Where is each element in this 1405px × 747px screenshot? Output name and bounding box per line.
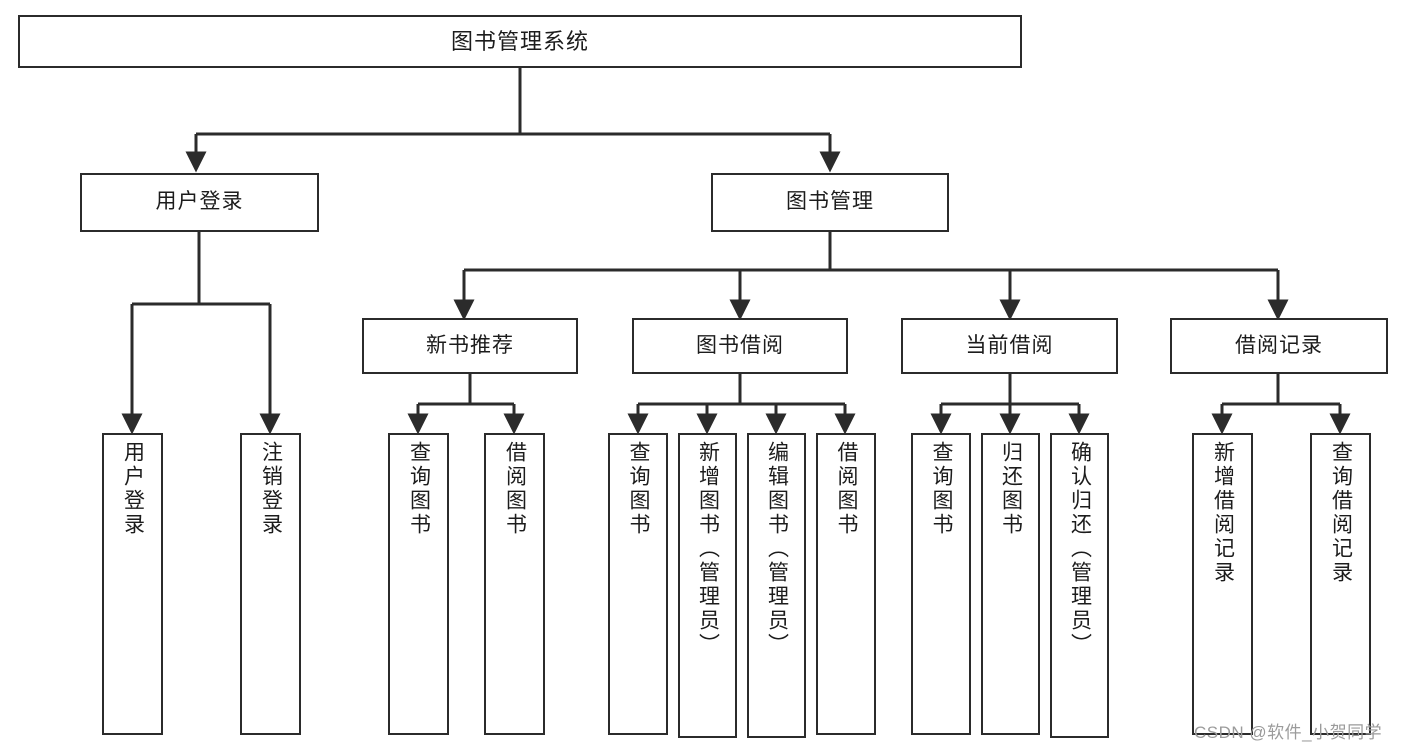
node-label: 新增图书（管理员） — [696, 441, 720, 657]
node-current-borrow[interactable]: 当前借阅 — [901, 318, 1118, 374]
leaf-edit-book-admin[interactable]: 编辑图书（管理员） — [747, 433, 806, 738]
leaf-borrow-book-borrow[interactable]: 借阅图书 — [816, 433, 876, 735]
node-borrow-record[interactable]: 借阅记录 — [1170, 318, 1388, 374]
node-label: 编辑图书（管理员） — [765, 441, 789, 657]
leaf-user-login[interactable]: 用户登录 — [102, 433, 163, 735]
node-label: 借阅图书 — [503, 441, 527, 537]
node-book-borrow[interactable]: 图书借阅 — [632, 318, 848, 374]
leaf-query-borrow-record[interactable]: 查询借阅记录 — [1310, 433, 1371, 735]
node-new-book-recommend[interactable]: 新书推荐 — [362, 318, 578, 374]
leaf-query-book-borrow[interactable]: 查询图书 — [608, 433, 668, 735]
node-label: 查询图书 — [930, 441, 954, 537]
leaf-query-book-recommend[interactable]: 查询图书 — [388, 433, 449, 735]
node-label: 用户登录 — [121, 441, 145, 537]
node-label: 注销登录 — [259, 441, 283, 537]
node-root-system[interactable]: 图书管理系统 — [18, 15, 1022, 68]
node-label: 用户登录 — [155, 190, 244, 214]
node-label: 图书管理系统 — [450, 28, 589, 54]
leaf-add-book-admin[interactable]: 新增图书（管理员） — [678, 433, 737, 738]
node-label: 新书推荐 — [426, 333, 514, 357]
node-label: 确认归还（管理员） — [1068, 441, 1092, 657]
node-label: 查询借阅记录 — [1329, 441, 1353, 585]
node-label: 查询图书 — [627, 441, 651, 537]
node-label: 新增借阅记录 — [1211, 441, 1235, 585]
leaf-confirm-return-admin[interactable]: 确认归还（管理员） — [1050, 433, 1109, 738]
node-label: 当前借阅 — [965, 333, 1054, 357]
node-label: 借阅记录 — [1235, 333, 1323, 357]
leaf-add-borrow-record[interactable]: 新增借阅记录 — [1192, 433, 1253, 735]
leaf-return-book[interactable]: 归还图书 — [981, 433, 1040, 735]
node-label: 归还图书 — [999, 441, 1023, 537]
node-label: 查询图书 — [407, 441, 431, 537]
node-book-manage[interactable]: 图书管理 — [711, 173, 949, 232]
node-label: 图书借阅 — [696, 333, 784, 357]
leaf-query-book-current[interactable]: 查询图书 — [911, 433, 971, 735]
leaf-user-logout[interactable]: 注销登录 — [240, 433, 301, 735]
node-user-login[interactable]: 用户登录 — [80, 173, 319, 232]
node-label: 图书管理 — [786, 190, 874, 214]
leaf-borrow-book-recommend[interactable]: 借阅图书 — [484, 433, 545, 735]
node-label: 借阅图书 — [835, 441, 859, 537]
